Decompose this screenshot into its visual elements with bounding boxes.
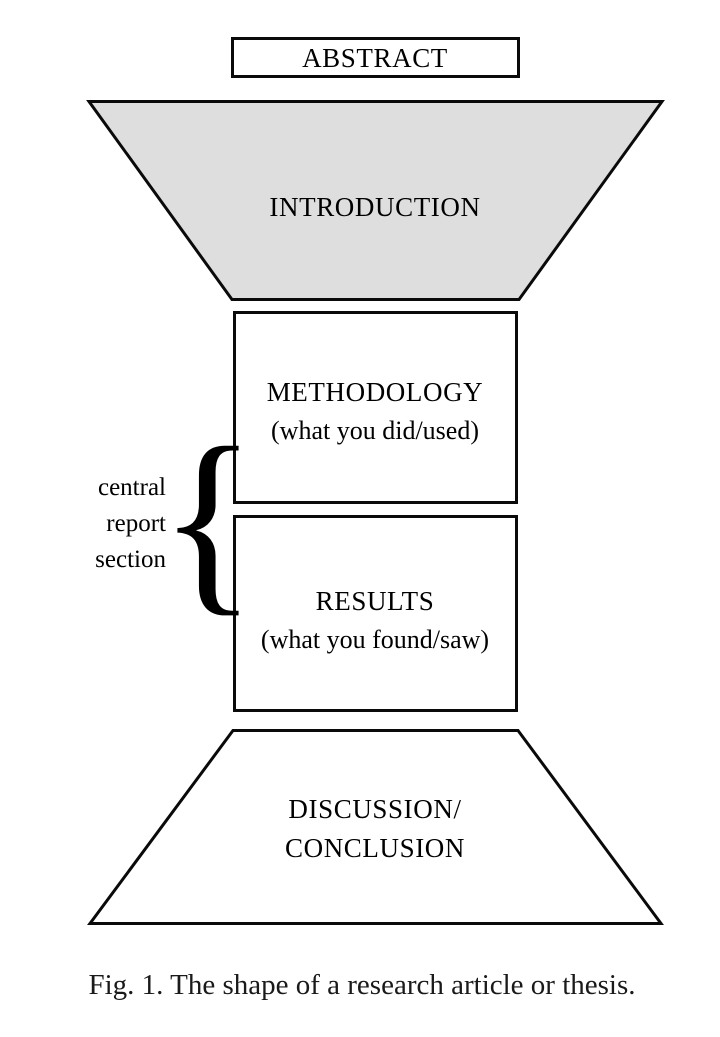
abstract-section[interactable]: ABSTRACT [231,37,520,78]
discussion-trapezoid[interactable] [87,729,664,925]
discussion-label-line2: CONCLUSION [285,833,465,863]
results-section[interactable]: RESULTS (what you found/saw) [233,515,518,712]
introduction-section[interactable]: INTRODUCTION [86,100,665,301]
methodology-section[interactable]: METHODOLOGY (what you did/used) [233,311,518,504]
results-sublabel: (what you found/saw) [261,625,489,654]
results-box[interactable] [233,515,518,712]
results-label: RESULTS [316,586,435,616]
introduction-label: INTRODUCTION [269,192,480,222]
methodology-box[interactable] [233,311,518,504]
introduction-trapezoid[interactable] [86,100,665,301]
central-report-label-line1: central [98,474,166,501]
central-report-annotation: { central report section [95,406,257,633]
abstract-label: ABSTRACT [302,43,448,73]
curly-brace-icon: { [159,406,257,633]
methodology-sublabel: (what you did/used) [271,416,479,445]
discussion-section[interactable]: DISCUSSION/ CONCLUSION [87,729,664,925]
abstract-box[interactable] [231,37,520,78]
methodology-label: METHODOLOGY [267,377,484,407]
central-report-label-line2: report [106,510,166,537]
discussion-label-line1: DISCUSSION/ [288,794,461,824]
figure-caption: Fig. 1. The shape of a research article … [88,969,635,1001]
central-report-label-line3: section [95,546,166,573]
